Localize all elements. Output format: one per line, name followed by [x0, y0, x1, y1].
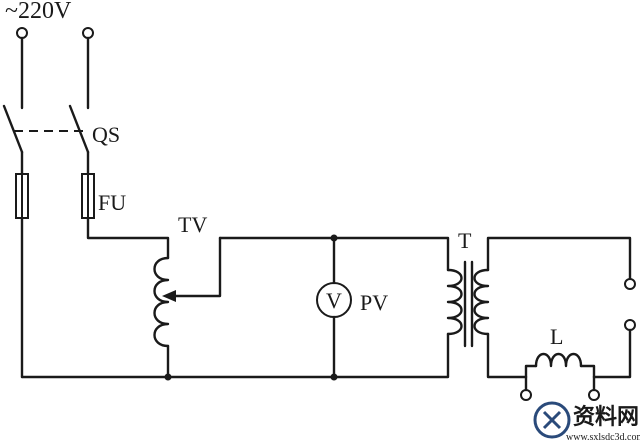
secondary-wire-bottom: [486, 332, 528, 379]
supply-terminal-right: [82, 27, 94, 39]
watermark: 资料网 www.sxlsdc3d.com: [533, 401, 640, 443]
transformer-label: T: [458, 228, 472, 253]
watermark-logo-mark: [542, 410, 562, 430]
watermark-url: www.sxlsdc3d.com: [566, 432, 640, 443]
fuse-label: FU: [98, 190, 126, 215]
wire-fuse-to-tv: [86, 216, 170, 260]
bottom-rail: [20, 332, 450, 379]
watermark-logo-icon: [533, 401, 571, 439]
tv-label: TV: [178, 212, 207, 237]
transformer-primary-coil: [446, 268, 463, 336]
voltmeter-symbol: V: [326, 288, 342, 313]
secondary-wire-top: [486, 236, 632, 281]
inductor-terminal-right: [588, 389, 600, 401]
supply-terminal-left: [16, 27, 28, 39]
switch-blade-right: [68, 104, 90, 154]
tv-tap-wire: [166, 236, 222, 298]
output-terminal-top: [624, 278, 636, 290]
inductor-terminal-left: [520, 389, 532, 401]
output-wire-bottom: [592, 328, 632, 379]
watermark-text: 资料网: [573, 404, 639, 429]
supply-label: ~220V: [5, 0, 72, 24]
tv-coil: [153, 256, 170, 348]
tv-tap-arrow-icon: [162, 290, 176, 302]
inductor-lead-left: [524, 364, 538, 379]
junction-bottom-tv: [164, 373, 172, 381]
switch-blade-left: [2, 104, 24, 154]
inductor-label: L: [550, 324, 563, 349]
inductor-lead-right: [579, 364, 596, 379]
transformer-secondary-coil: [473, 268, 490, 336]
inductor-coil: [534, 352, 583, 368]
switch-label: QS: [92, 122, 120, 147]
output-terminal-bottom: [624, 319, 636, 331]
voltmeter-label: PV: [360, 290, 388, 315]
top-rail: [218, 236, 450, 272]
